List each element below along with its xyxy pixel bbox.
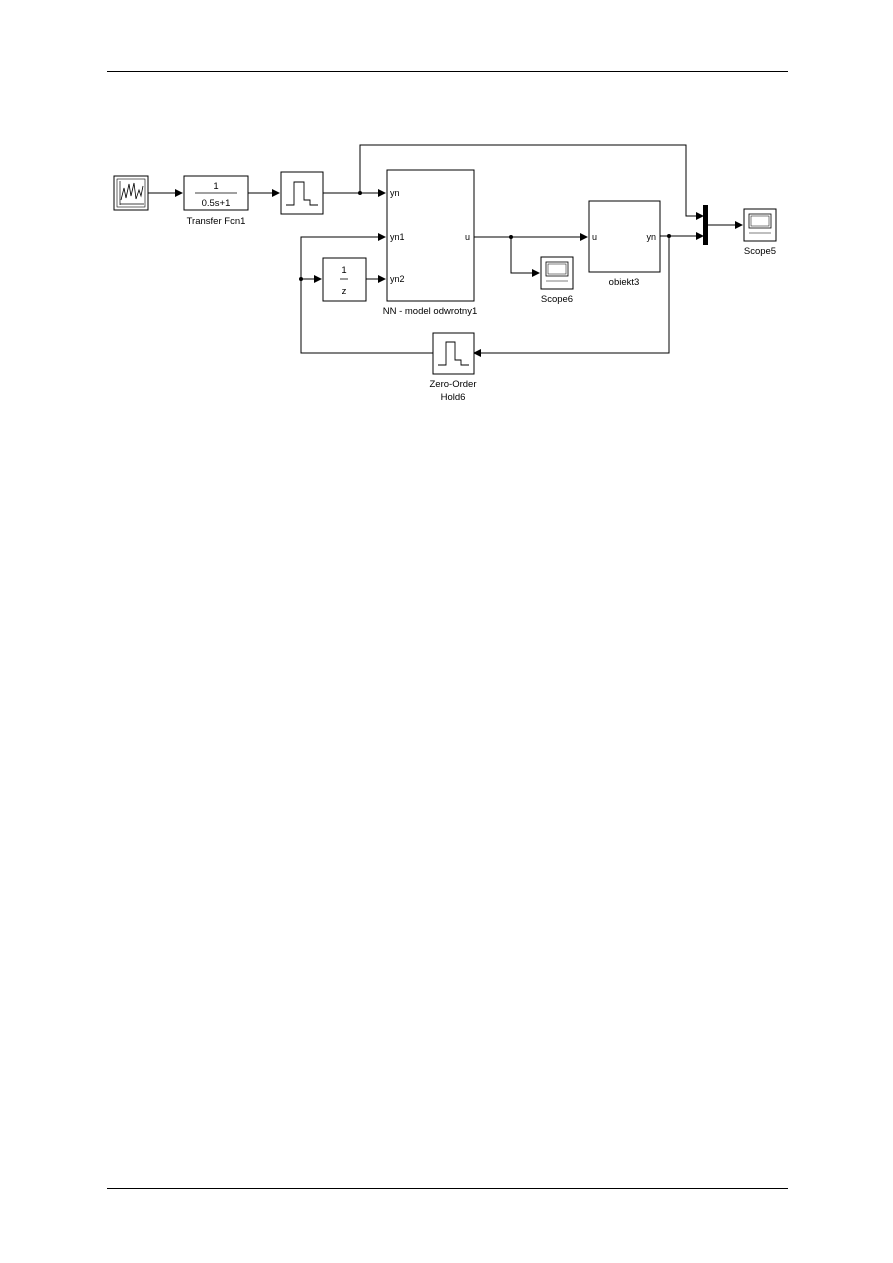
transfer-fcn-block[interactable]: 1 0.5s+1	[183, 175, 249, 211]
transfer-fcn-label: Transfer Fcn1	[187, 216, 246, 227]
nn-port-yn1: yn1	[390, 232, 405, 242]
branch-dot	[509, 235, 513, 239]
mux-block[interactable]	[703, 205, 708, 245]
nn-port-u: u	[465, 232, 470, 242]
signal-zoh-feedback-loop	[300, 233, 433, 354]
delay-numerator: 1	[341, 265, 346, 276]
scope5-block[interactable]	[743, 208, 777, 242]
zero-order-hold-top-block[interactable]	[280, 171, 324, 215]
scope5-label: Scope5	[744, 246, 776, 257]
zoh-bottom-label-line1: Zero-Order	[430, 379, 477, 390]
nn-model-block[interactable]: yn yn1 yn2 u	[386, 169, 475, 302]
random-source-block[interactable]	[113, 175, 149, 211]
branch-dot	[667, 234, 671, 238]
branch-dot	[299, 277, 303, 281]
obiekt-port-yn: yn	[646, 232, 656, 242]
nn-port-yn: yn	[390, 188, 400, 198]
zero-order-hold-bottom-block[interactable]	[432, 332, 475, 375]
signal-feedback-to-zoh	[473, 236, 670, 357]
signal-branch-to-mux-top	[359, 144, 704, 220]
header-rule	[107, 71, 788, 72]
scope-icon	[748, 213, 772, 234]
tf-numerator: 1	[213, 181, 218, 192]
unit-delay-block[interactable]: 1 z	[322, 257, 367, 302]
signal-branch-to-scope6	[510, 237, 540, 277]
random-signal-icon	[119, 181, 144, 205]
zoh-bottom-label-line2: Hold6	[441, 392, 466, 403]
mux-bar-icon	[703, 205, 708, 245]
scope6-block[interactable]	[540, 256, 574, 290]
branch-dot	[358, 191, 362, 195]
tf-denominator: 0.5s+1	[202, 198, 231, 209]
footer-rule	[107, 1188, 788, 1189]
scope-icon	[545, 261, 569, 282]
branch-points	[299, 191, 671, 281]
zero-order-hold-icon	[286, 181, 318, 206]
zero-order-hold-icon	[438, 341, 469, 366]
obiekt-block[interactable]: u yn	[588, 200, 661, 273]
delay-denominator: z	[342, 286, 347, 297]
nn-port-yn2: yn2	[390, 274, 405, 284]
obiekt-label: obiekt3	[609, 277, 640, 288]
signal-lines	[148, 144, 743, 357]
obiekt-port-u: u	[592, 232, 597, 242]
scope6-label: Scope6	[541, 294, 573, 305]
nn-model-label: NN - model odwrotny1	[383, 306, 478, 317]
